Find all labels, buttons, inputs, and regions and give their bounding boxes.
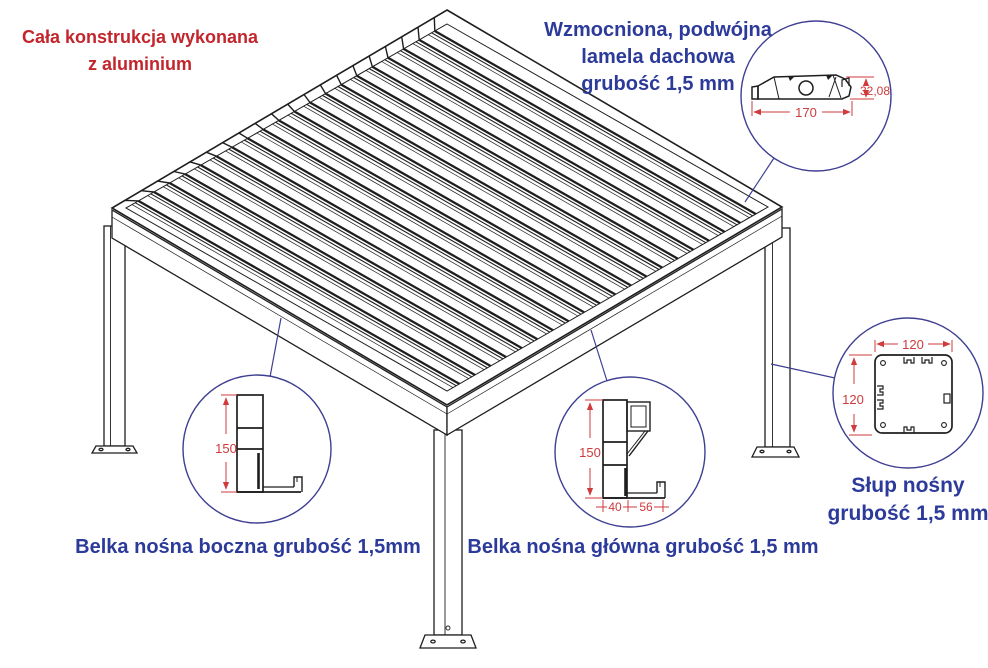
main-beam-profile: [602, 399, 666, 499]
side-beam-callout: 150: [182, 317, 332, 524]
post-left: [90, 225, 139, 454]
lamella-leader-line: [744, 157, 775, 203]
side-beam-callout-label: Belka nośna boczna grubość 1,5mm: [75, 536, 421, 558]
lamella-label-line3: grubość 1,5 mm: [581, 73, 735, 95]
lamella-height-dim: 32,08: [860, 84, 890, 98]
main-beam-fascia: [446, 207, 783, 437]
main-beam-dimensions: [585, 399, 669, 512]
lamella-width-dim: 170: [795, 105, 817, 120]
post-profile: [874, 354, 953, 434]
lamella-label-line1: Wzmocniona, podwójna: [544, 19, 772, 41]
post-height-dim: 120: [842, 392, 864, 407]
main-beam-detail-circle: [554, 376, 706, 528]
post-front: [419, 429, 477, 649]
post-label-line2: grubość 1,5 mm: [827, 502, 988, 525]
aluminium-note-line2: z aluminium: [87, 54, 192, 74]
main-beam-leader-line: [590, 329, 608, 382]
lamella-label-line2: lamela dachowa: [581, 46, 735, 68]
main-beam-flange-dim: 56: [639, 500, 653, 514]
side-beam-height-dim: 150: [215, 441, 237, 456]
side-beam-leader-line: [269, 317, 282, 378]
post-dimensions: [849, 340, 953, 436]
lamella-callout: 170 32,08: [740, 20, 892, 203]
pergola-posts: [90, 225, 801, 649]
post-leader-line: [770, 363, 836, 379]
lamella-dimensions: [751, 76, 874, 116]
post-width-dim: 120: [902, 337, 924, 352]
lamella-profile: [751, 74, 852, 100]
post-label-line1: Słup nośny: [851, 474, 965, 497]
side-beam-profile: [236, 394, 303, 493]
main-beam-callout: 150 40 56: [554, 329, 706, 528]
aluminium-note-line1: Cała konstrukcja wykonana: [21, 27, 259, 47]
main-beam-web-dim: 40: [608, 500, 622, 514]
post-callout: 120 120: [770, 317, 984, 469]
side-beam-dimensions: [221, 394, 237, 493]
lamella-callout-label: Wzmocniona, podwójna lamela dachowa grub…: [538, 17, 778, 98]
main-beam-callout-label: Belka nośna główna grubość 1,5 mm: [467, 536, 819, 558]
main-beam-height-dim: 150: [579, 445, 601, 460]
aluminium-note: Cała konstrukcja wykonana z aluminium: [10, 24, 270, 78]
post-callout-label: Słup nośny grubość 1,5 mm: [816, 472, 988, 528]
pergola-roof: [110, 9, 784, 437]
lamella-detail-circle: [740, 20, 892, 172]
roof-lamellas: [124, 17, 757, 388]
post-right: [750, 227, 801, 458]
